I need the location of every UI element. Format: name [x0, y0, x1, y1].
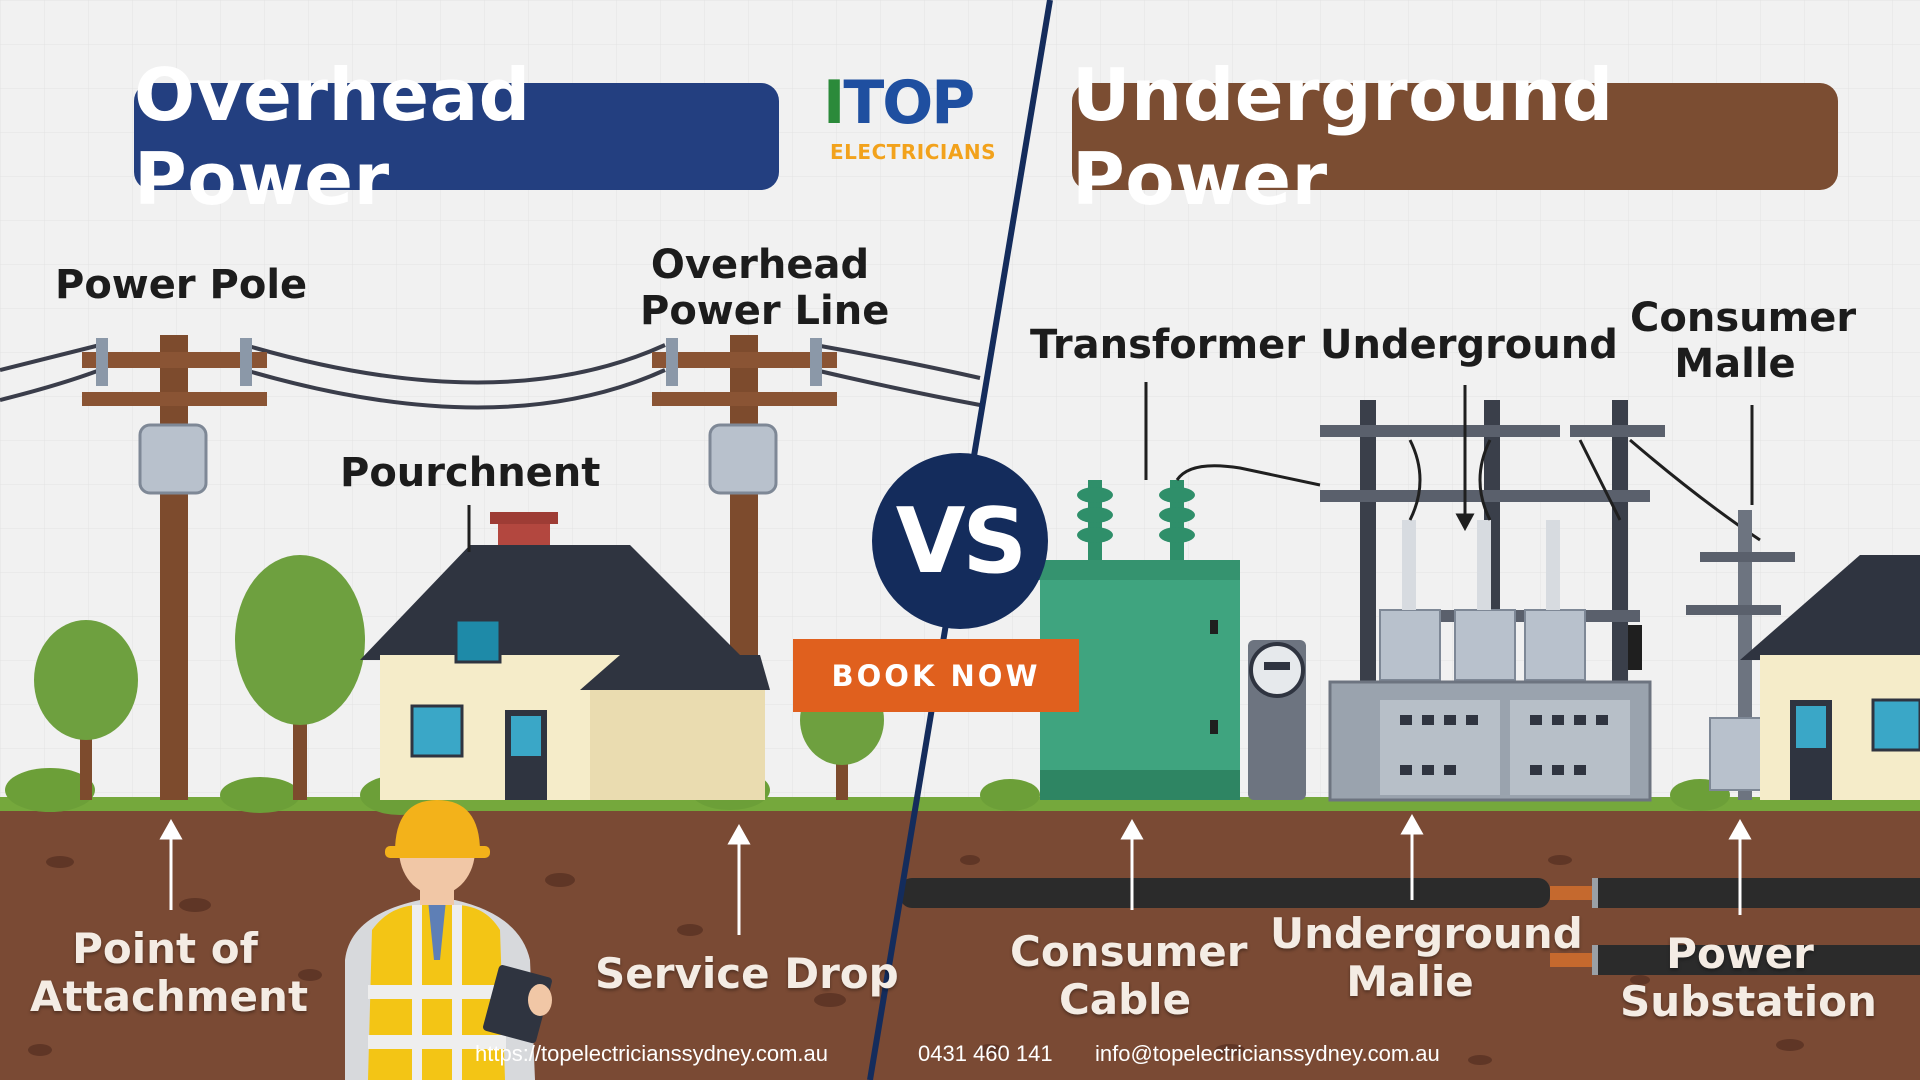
logo-sub-text: ELECTRICIANS: [830, 140, 996, 164]
right-title: Underground Power: [1072, 52, 1614, 221]
label-point-of-attachment: Point of Attachment: [30, 924, 309, 1022]
power-pole-left: [82, 335, 267, 800]
house-left: [360, 512, 770, 800]
label-overhead-power-line: Overhead Power Line: [640, 242, 890, 334]
label-service-drop: Service Drop: [595, 949, 899, 998]
label-underground: Underground: [1320, 322, 1618, 368]
label-power-pole: Power Pole: [55, 262, 308, 308]
worker: [345, 800, 552, 1080]
left-title: Overhead Power: [134, 52, 531, 221]
label-consumer-cable: Consumer Cable: [1010, 927, 1248, 1025]
label-pourchnent: Pourchnent: [340, 450, 601, 496]
underground-cables: [900, 878, 1920, 975]
logo: ITOP ELECTRICIANS: [795, 48, 1025, 168]
overhead-power-lines: [0, 343, 981, 410]
pointer-lines: [467, 382, 1754, 552]
logo-main-text: ITOP: [823, 68, 975, 138]
footer-phone[interactable]: 0431 460 141: [918, 1041, 1053, 1066]
label-transformer: Transformer: [1030, 322, 1306, 368]
label-power-substation: Power Substation: [1620, 929, 1877, 1027]
substation: [1320, 400, 1761, 802]
footer-url[interactable]: https://topelectricianssydney.com.au: [475, 1041, 828, 1066]
arrows-up: [159, 813, 1752, 935]
book-now-button[interactable]: BOOK NOW: [793, 639, 1079, 712]
house-right: [1740, 555, 1920, 800]
footer-email[interactable]: info@topelectricianssydney.com.au: [1095, 1041, 1440, 1066]
vs-badge: VS: [872, 453, 1048, 629]
left-title-banner: Overhead Power: [134, 53, 779, 221]
label-underground-malie: Underground Malie: [1270, 909, 1583, 1007]
tree: [34, 555, 884, 800]
service-pole: [1686, 510, 1795, 800]
soil-rocks: [28, 855, 1881, 1065]
label-consumer-malle: Consumer Malle: [1630, 295, 1857, 387]
right-title-banner: Underground Power: [1072, 53, 1838, 221]
meter: [1248, 640, 1306, 800]
soil: [0, 807, 1920, 1080]
